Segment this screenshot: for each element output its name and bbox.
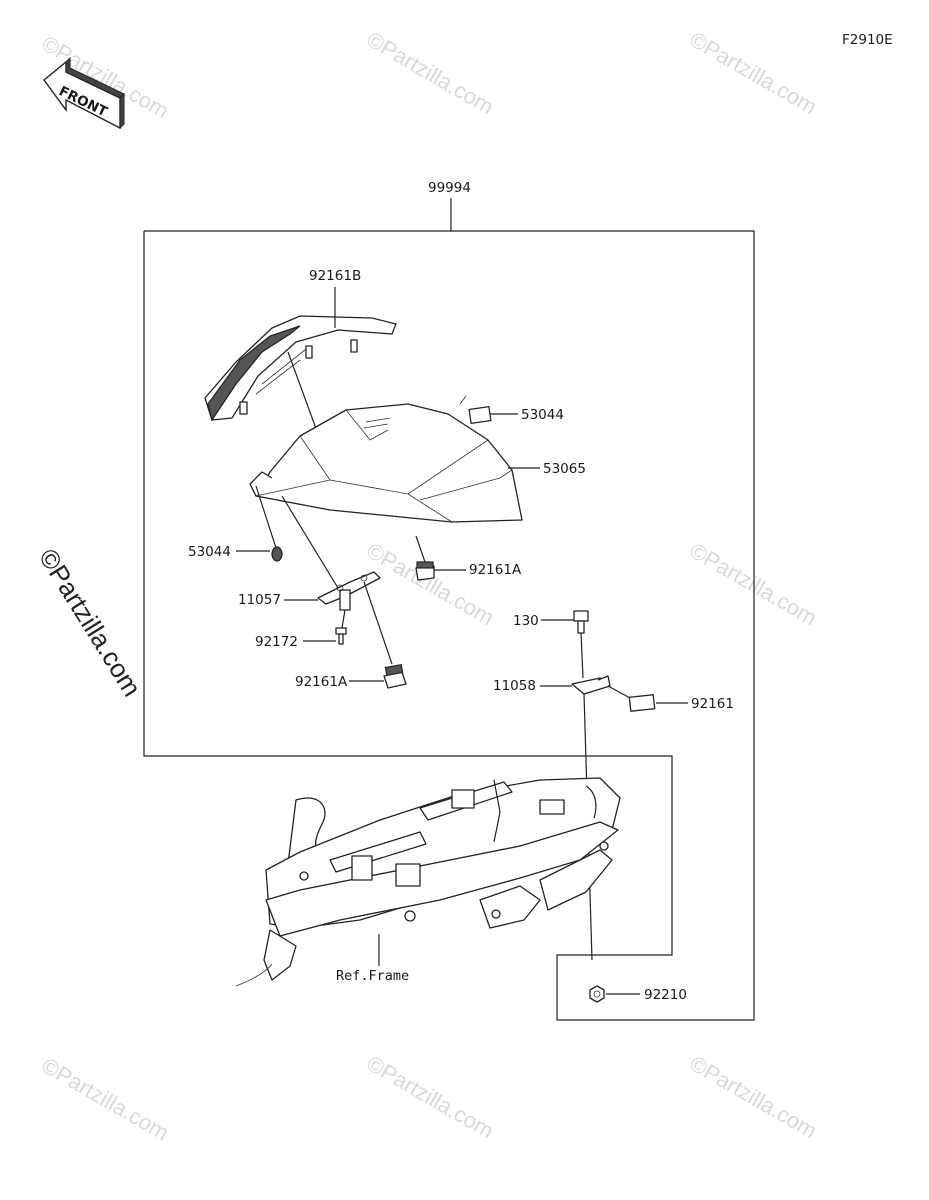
frame [235, 777, 621, 987]
watermark: ©Partzilla.com [686, 538, 822, 631]
callout-92172: 92172 [255, 634, 298, 650]
callout-92161A-top: 92161A [469, 562, 522, 578]
screw-92172 [335, 627, 347, 645]
callout-92161: 92161 [691, 696, 734, 712]
watermark: ©Partzilla.com [363, 1051, 499, 1144]
callout-53044-left: 53044 [188, 544, 231, 560]
watermark: ©Partzilla.com [363, 27, 499, 120]
assembly-label: 99994 [428, 180, 471, 196]
bracket-11057 [317, 571, 381, 611]
damper-left [271, 546, 283, 562]
callout-92161B: 92161B [309, 268, 361, 284]
seat-cowl [249, 403, 523, 523]
damper-92161A-bottom [383, 663, 407, 689]
watermark: ©Partzilla.com [363, 538, 499, 631]
watermark: ©Partzilla.com [38, 1053, 174, 1146]
callout-130: 130 [513, 613, 539, 629]
nut-92210 [589, 985, 605, 1003]
damper-top [459, 395, 492, 424]
damper-92161 [628, 694, 656, 712]
watermark: ©Partzilla.com [686, 1051, 822, 1144]
watermark: ©Partzilla.com [686, 27, 822, 120]
callout-92210: 92210 [644, 987, 687, 1003]
bolt-130 [573, 610, 589, 634]
watermark-main: ©Partzilla.com [33, 543, 147, 701]
callout-11058: 11058 [493, 678, 536, 694]
damper-92161A-top [415, 561, 435, 581]
callout-92161A-bottom: 92161A [295, 674, 348, 690]
assembly-box [143, 230, 755, 1021]
callout-53065: 53065 [543, 461, 586, 477]
seat-cover-trim [204, 315, 397, 422]
ref-frame-label: Ref.Frame [336, 968, 409, 984]
figure-code: F2910E [842, 32, 893, 48]
bracket-11058 [571, 675, 611, 695]
callout-53044-top: 53044 [521, 407, 564, 423]
callout-11057: 11057 [238, 592, 281, 608]
watermarks: ©Partzilla.com ©Partzilla.com ©Partzilla… [33, 27, 821, 1146]
